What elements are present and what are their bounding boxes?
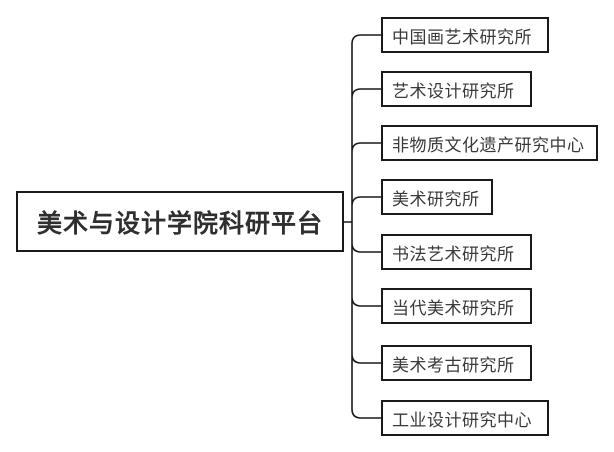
tree-branch-path (344, 34, 381, 419)
root-node[interactable]: 美术与设计学院科研平台 (16, 191, 344, 252)
child-node-5[interactable]: 书法艺术研究所 (381, 234, 532, 270)
child-node-2[interactable]: 艺术设计研究所 (381, 71, 532, 107)
child-node-label: 美术研究所 (392, 189, 480, 210)
child-node-label: 工业设计研究中心 (392, 410, 532, 431)
root-node-label: 美术与设计学院科研平台 (36, 208, 323, 238)
child-node-3[interactable]: 非物质文化遗产研究中心 (381, 125, 598, 161)
child-node-label: 当代美术研究所 (392, 298, 515, 319)
child-node-label: 非物质文化遗产研究中心 (392, 135, 585, 156)
child-node-label: 书法艺术研究所 (392, 244, 515, 265)
child-node-label: 美术考古研究所 (392, 355, 515, 376)
child-node-6[interactable]: 当代美术研究所 (381, 288, 532, 324)
child-node-8[interactable]: 工业设计研究中心 (381, 400, 549, 436)
child-node-1[interactable]: 中国画艺术研究所 (381, 17, 549, 53)
child-node-label: 中国画艺术研究所 (392, 27, 532, 48)
child-node-label: 艺术设计研究所 (392, 81, 515, 102)
child-node-4[interactable]: 美术研究所 (381, 179, 493, 215)
child-node-7[interactable]: 美术考古研究所 (381, 345, 532, 381)
